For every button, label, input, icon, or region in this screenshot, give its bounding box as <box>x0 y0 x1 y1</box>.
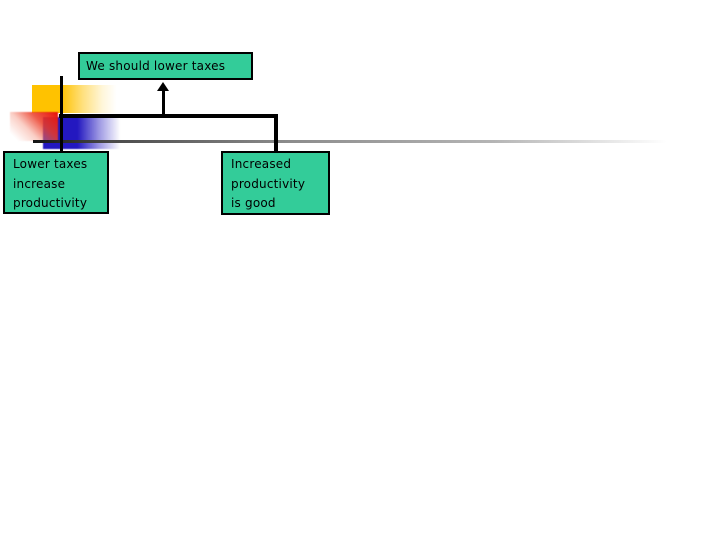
premise-left-line-2: increase <box>13 176 66 191</box>
connector-vertical-line-right <box>274 114 278 152</box>
conclusion-box[interactable]: We should lower taxes <box>78 52 253 80</box>
divider-line <box>33 140 673 143</box>
premise-left-line-3: productivity <box>13 196 88 210</box>
premise-box-right[interactable]: Increased productivity is good <box>221 151 330 215</box>
decoration-gold-square <box>32 85 120 113</box>
conclusion-text: We should lower taxes <box>86 59 226 73</box>
arrow-shaft <box>162 90 165 116</box>
decoration-red-square <box>10 112 58 141</box>
premise-right-line-2: productivity <box>231 176 306 191</box>
premise-box-left[interactable]: Lower taxes increase productivity <box>3 151 109 214</box>
premise-left-line-1: Lower taxes <box>13 157 88 171</box>
arrowhead-up-icon <box>157 82 169 91</box>
premise-right-line-3: is good <box>231 196 276 210</box>
premise-right-line-1: Increased <box>231 157 292 171</box>
connector-horizontal-line <box>59 114 278 118</box>
